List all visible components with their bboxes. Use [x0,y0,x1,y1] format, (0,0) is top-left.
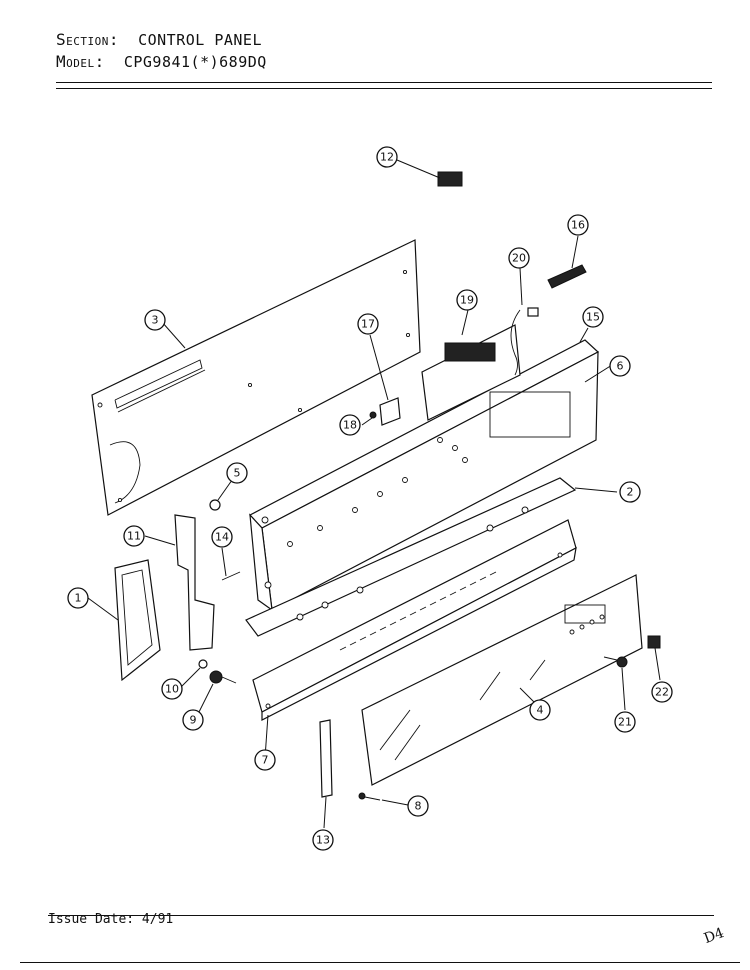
callout-4-label: 4 [537,704,544,717]
model-line: Model: CPG9841(*)689DQ [56,52,267,71]
callout-8-label: 8 [415,800,422,813]
callout-14: 14 [211,526,233,548]
callout-12-label: 12 [380,151,394,164]
callout-21-label: 21 [618,716,632,729]
part-1-end-cap [114,559,161,682]
callout-22: 22 [651,681,673,703]
footer-rule [48,915,714,916]
callout-3: 3 [144,309,166,331]
part-2-bracket [245,477,577,637]
callout-5: 5 [226,462,248,484]
callout-19-label: 19 [460,294,474,307]
callout-9-label: 9 [190,714,197,727]
callout-7-label: 7 [262,754,269,767]
callout-11-label: 11 [127,530,141,543]
part-10-washer [198,659,208,669]
part-3-back-panel [91,239,421,516]
callout-14-label: 14 [215,531,229,544]
callout-20-label: 20 [512,252,526,265]
callout-10: 10 [161,678,183,700]
part-14-screw [221,571,241,581]
callout-21: 21 [614,711,636,733]
model-value: CPG9841(*)689DQ [123,53,267,71]
part-12-switch [437,171,463,187]
callout-20: 20 [508,247,530,269]
callout-1-label: 1 [75,592,82,605]
callout-19: 19 [456,289,478,311]
part-11-side-bracket [174,514,215,651]
part-13-trim-strip [319,719,333,798]
section-line: Section: CONTROL PANEL [56,30,262,49]
page-bottom-rule [20,962,740,963]
callout-22-label: 22 [655,686,669,699]
callout-7: 7 [254,749,276,771]
callout-17-label: 17 [361,318,375,331]
callout-13: 13 [312,829,334,851]
part-16-connector-block [547,264,587,289]
section-value: CONTROL PANEL [138,31,262,49]
callout-2-label: 2 [627,486,634,499]
part-4-glass-overlay [361,574,643,786]
callout-18-label: 18 [343,419,357,432]
section-label: Section: [56,30,120,49]
callout-17: 17 [357,313,379,335]
callout-11: 11 [123,525,145,547]
callout-13-label: 13 [316,834,330,847]
callout-6-label: 6 [617,360,624,373]
callout-16: 16 [567,214,589,236]
part-22-knob [647,635,661,649]
header-rule-top [56,82,712,83]
part-6-console-housing [249,339,600,612]
callout-1: 1 [67,587,89,609]
part-19-clock-module [421,324,521,421]
callout-2: 2 [619,481,641,503]
callout-12: 12 [376,146,398,168]
part-7-front-trim [252,519,577,721]
callout-3-label: 3 [152,314,159,327]
callout-9: 9 [182,709,204,731]
part-9-knob [209,670,237,684]
callout-10-label: 10 [165,683,179,696]
callout-15-label: 15 [586,311,600,324]
part-5-washer [209,499,221,511]
callout-15: 15 [582,306,604,328]
callout-5-label: 5 [234,467,241,480]
part-20-wire [510,309,521,376]
callout-4: 4 [529,699,551,721]
callout-6: 6 [609,355,631,377]
part-8-screw [358,792,381,801]
model-label: Model: [56,52,105,71]
callout-16-label: 16 [571,219,585,232]
callout-18: 18 [339,414,361,436]
part-21-knob-shaft [603,656,628,668]
part-20-connector [527,307,539,317]
part-17-bracket [379,397,401,426]
header-rule-bottom [56,88,712,89]
callout-8: 8 [407,795,429,817]
part-18-screw [369,411,377,419]
